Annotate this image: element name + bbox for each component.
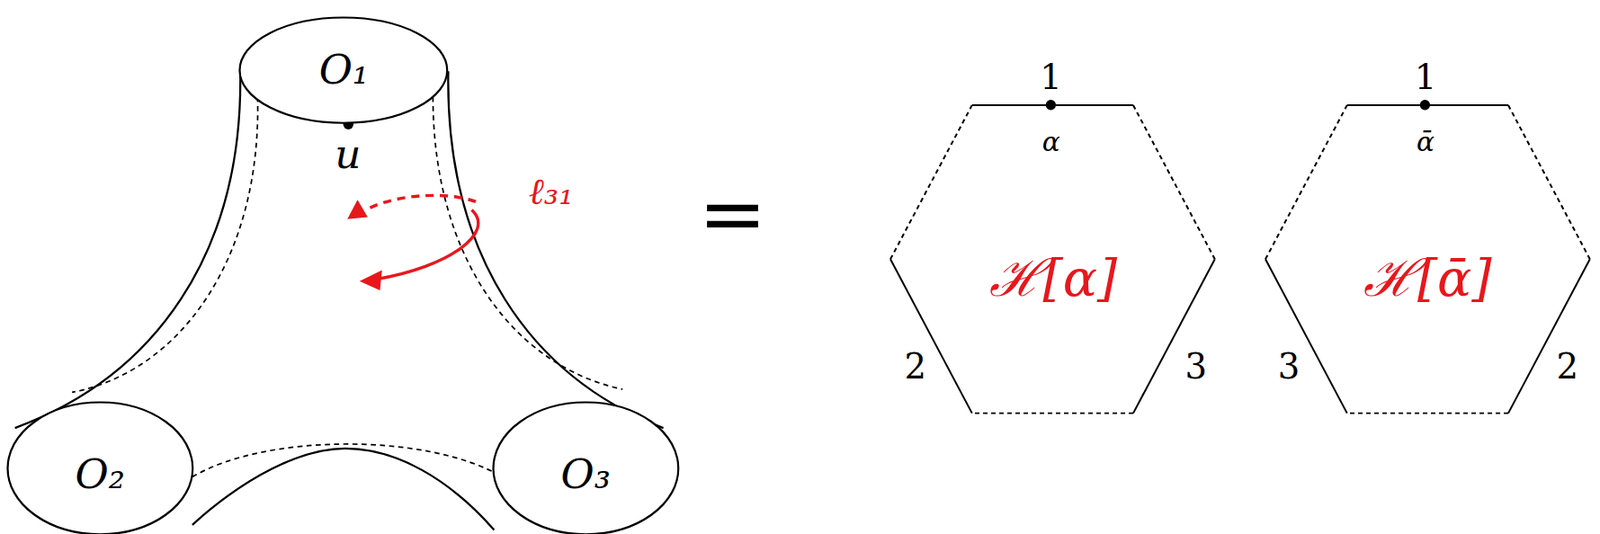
edge-number: 3	[1182, 348, 1209, 386]
edge-number: 1	[1037, 59, 1064, 97]
edge-number: 1	[1412, 59, 1440, 97]
surface-outline	[15, 71, 242, 429]
solid-edge	[1347, 104, 1509, 107]
dashed-edge	[890, 105, 973, 260]
solid-edge	[1133, 259, 1216, 413]
seam-line	[432, 97, 623, 390]
equals-sign: =	[697, 172, 769, 257]
boundary-circle: O₂	[6, 401, 195, 534]
operator-label: O₂	[74, 455, 125, 496]
operator-label: O₁	[319, 50, 369, 91]
solid-edge	[1265, 259, 1348, 413]
dashed-edge	[1265, 105, 1348, 260]
dashed-edge	[1508, 105, 1591, 260]
solid-edge	[1508, 259, 1591, 413]
boundary-circle: O₃	[491, 401, 680, 534]
operator-label: O₃	[561, 455, 611, 496]
point-label: u	[332, 134, 363, 177]
ellipse-outline	[240, 17, 448, 124]
dashed-edge	[972, 411, 1134, 414]
loop-solid	[375, 210, 479, 280]
edge-number: 2	[902, 348, 929, 386]
hexagon-label: ℋ[ᾱ]	[1363, 251, 1493, 304]
solid-edge	[890, 259, 973, 413]
dashed-edge	[1347, 411, 1509, 414]
ellipse-outline	[7, 402, 193, 534]
edge-number: 2	[1554, 348, 1581, 386]
point-label: ᾱ	[1414, 128, 1437, 158]
dashed-edge	[1133, 105, 1216, 260]
ellipse-outline	[492, 402, 679, 534]
solid-edge	[972, 104, 1134, 107]
seam-line	[71, 97, 258, 394]
edge-number: 3	[1276, 348, 1303, 386]
loop-arrowhead	[359, 269, 383, 291]
surface-outline	[192, 448, 495, 531]
seam-line	[192, 444, 503, 478]
loop-label: ℓ₃₁	[527, 172, 576, 212]
loop-dashed	[369, 195, 476, 208]
point-label: α	[1040, 128, 1063, 158]
hexagon-label: ℋ[α]	[989, 251, 1118, 304]
surface-outline	[447, 71, 663, 429]
loop-arrowhead	[347, 199, 368, 220]
boundary-circle: O₁	[238, 16, 449, 125]
